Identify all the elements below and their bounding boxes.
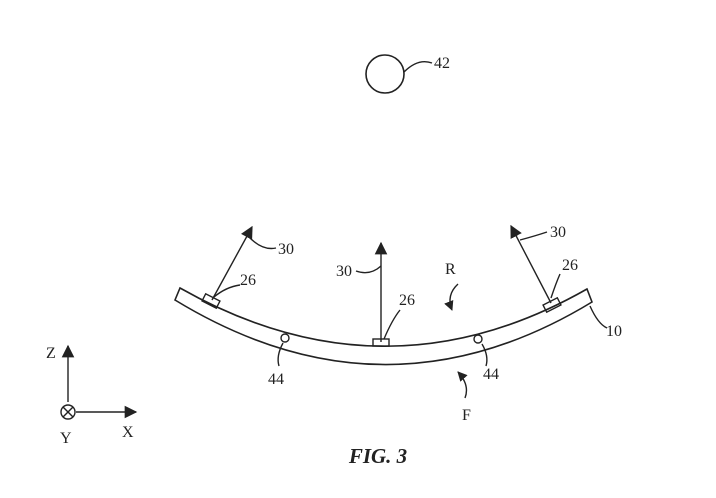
axis-label-x: X <box>122 424 134 441</box>
leader-10 <box>589 305 608 329</box>
axis-label-y: Y <box>60 430 72 447</box>
label-30-center: 30 <box>336 263 352 280</box>
label-26-center: 26 <box>399 292 415 309</box>
feature-44-left <box>280 333 290 343</box>
feature-44-right <box>473 334 483 344</box>
label-R: R <box>445 261 456 278</box>
arrow-30-right <box>510 224 552 304</box>
label-44-right: 44 <box>483 366 499 383</box>
figure-caption: FIG. 3 <box>348 444 407 468</box>
label-26-left: 26 <box>240 272 256 289</box>
pointer-R <box>444 283 459 311</box>
leader-26-right <box>550 273 561 299</box>
leader-44-left <box>277 342 284 367</box>
axis-label-z: Z <box>46 345 56 362</box>
leader-30-left <box>247 235 277 250</box>
pointer-F <box>457 371 468 399</box>
leader-42 <box>403 60 433 73</box>
label-44-left: 44 <box>268 371 284 388</box>
leader-44-right <box>481 343 488 367</box>
label-F: F <box>462 407 471 424</box>
label-30-right: 30 <box>550 224 566 241</box>
leader-26-center <box>383 309 401 340</box>
label-10: 10 <box>606 323 622 340</box>
leader-30-right <box>519 231 548 241</box>
label-42: 42 <box>434 55 450 72</box>
label-26-right: 26 <box>562 257 578 274</box>
y-axis-cross-2 <box>62 406 74 418</box>
leader-30-center <box>355 265 382 274</box>
curved-panel-10 <box>173 286 593 366</box>
y-axis-into-page-symbol <box>60 404 76 420</box>
label-30-left: 30 <box>278 241 294 258</box>
element-42-circle <box>365 54 405 94</box>
arrow-30-left <box>211 225 253 301</box>
leader-26-left <box>213 284 241 298</box>
